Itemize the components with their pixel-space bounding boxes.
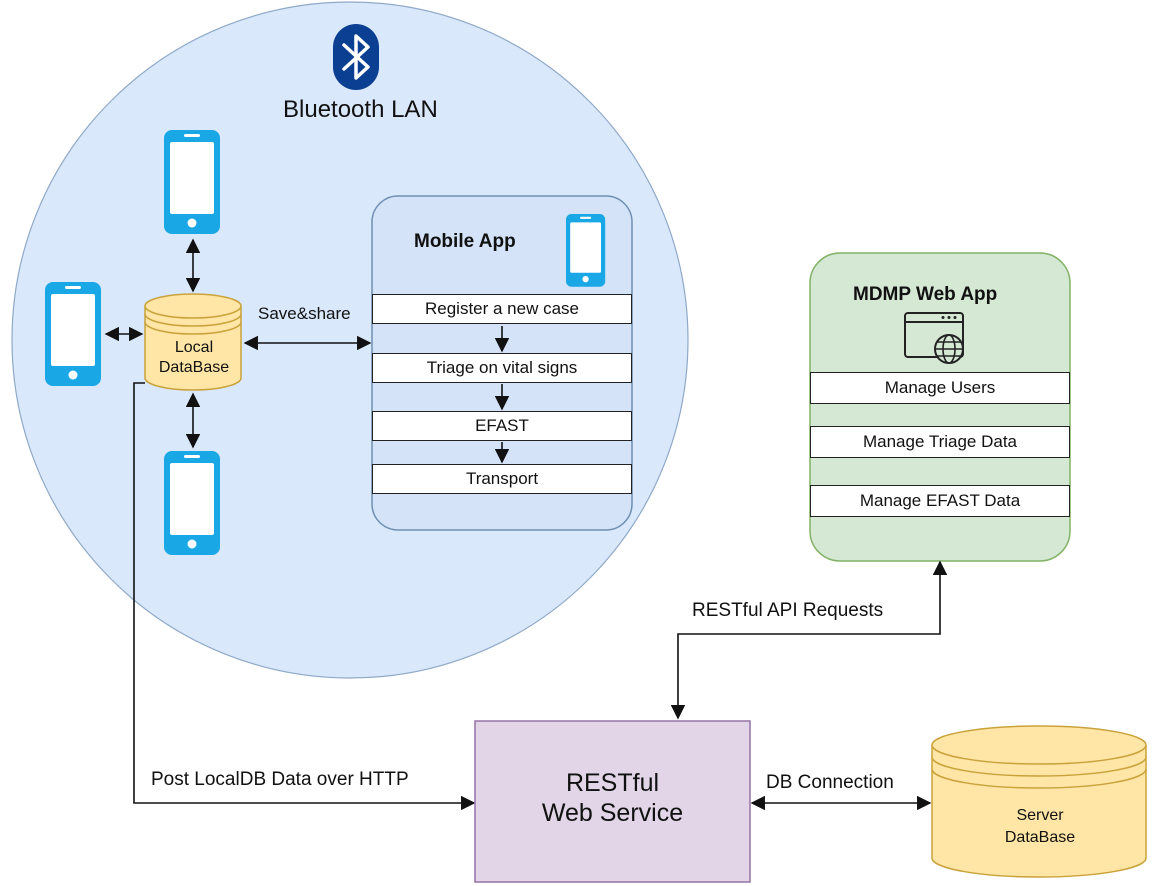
mobile-step-triage: Triage on vital signs <box>372 353 632 383</box>
local-database <box>144 293 242 391</box>
web-service-box <box>474 720 751 883</box>
phone-icon <box>164 130 220 234</box>
save-share-label: Save&share <box>258 304 351 323</box>
db-connection-label: DB Connection <box>766 772 894 793</box>
mobile-step-register: Register a new case <box>372 294 632 324</box>
web-item-manage-triage: Manage Triage Data <box>810 426 1070 458</box>
phone-icon <box>164 451 220 555</box>
mobile-step-transport: Transport <box>372 464 632 494</box>
local-database-line1: Local <box>174 339 214 356</box>
restful-requests-connector <box>670 560 948 720</box>
web-item-manage-users: Manage Users <box>810 372 1070 404</box>
restful-requests-label: RESTful API Requests <box>692 600 884 621</box>
web-service-line2: Web Service <box>541 799 684 827</box>
server-database <box>931 725 1147 878</box>
server-database-line2: DataBase <box>1004 829 1076 846</box>
web-service-label: RESTful Web Service <box>475 768 750 828</box>
web-service-line1: RESTful <box>565 769 660 797</box>
post-localdb-label: Post LocalDB Data over HTTP <box>151 769 409 790</box>
bluetooth-icon <box>333 24 379 90</box>
server-database-label: Server DataBase <box>960 805 1120 849</box>
server-database-line1: Server <box>1016 807 1064 824</box>
mobile-app-title: Mobile App <box>414 231 516 252</box>
bluetooth-lan-label: Bluetooth LAN <box>283 96 438 123</box>
phone-icon <box>45 282 101 386</box>
local-database-line2: DataBase <box>158 359 230 376</box>
post-localdb-connector <box>133 382 476 811</box>
phone-icon <box>566 214 606 287</box>
local-database-label: Local DataBase <box>148 338 240 378</box>
mobile-step-efast: EFAST <box>372 411 632 441</box>
web-browser-globe-icon <box>904 312 964 364</box>
web-app-title: MDMP Web App <box>853 284 998 305</box>
web-item-manage-efast: Manage EFAST Data <box>810 485 1070 517</box>
